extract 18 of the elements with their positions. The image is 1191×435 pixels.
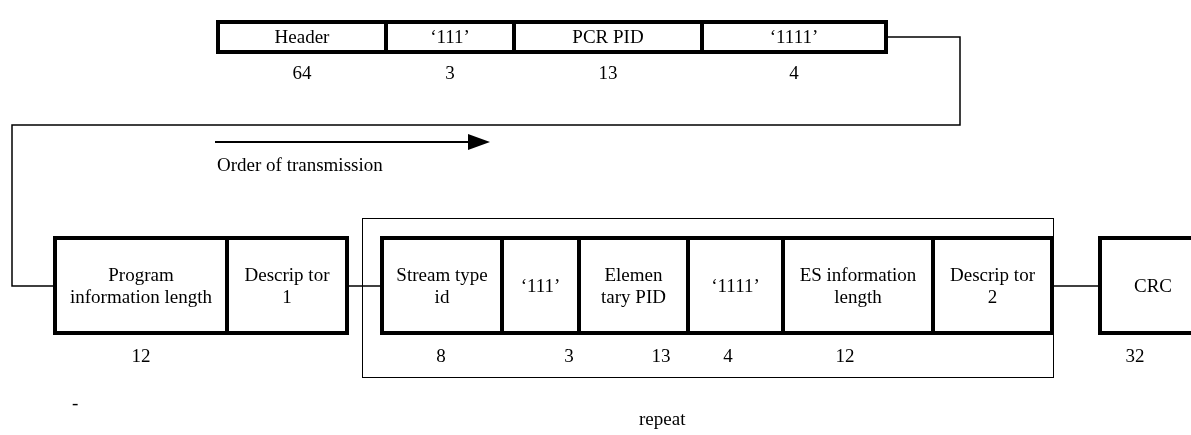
stray-mark: -	[72, 392, 79, 414]
bit-width-label: 13	[651, 345, 671, 367]
bit-width-label: 4	[723, 345, 733, 367]
bit-width-label: 12	[835, 345, 855, 367]
direction-caption: Order of transmission	[217, 154, 383, 176]
connector-line	[1053, 285, 1099, 287]
field-box: CRC	[1098, 236, 1191, 335]
bit-width-label: 32	[1125, 345, 1145, 367]
bit-width-label: 8	[436, 345, 446, 367]
bit-width-label: 12	[131, 345, 151, 367]
bit-width-label: 13	[598, 62, 618, 84]
connector-line	[11, 36, 961, 287]
bit-width-label: 64	[292, 62, 312, 84]
bit-width-label: 4	[789, 62, 799, 84]
bit-width-label: 3	[445, 62, 455, 84]
connector-line	[348, 285, 381, 287]
bit-width-label: 3	[564, 345, 574, 367]
group-title: repeat	[639, 408, 686, 430]
